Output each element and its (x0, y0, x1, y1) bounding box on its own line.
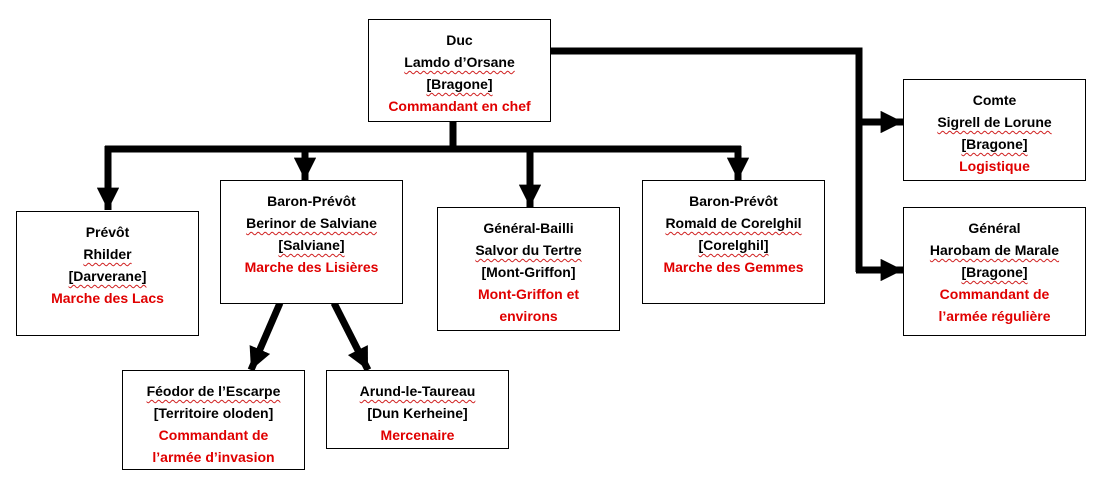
node-arund: Arund-le-Taureau [Dun Kerheine] Mercenai… (326, 370, 509, 449)
node-title: Général (968, 220, 1021, 236)
node-baron-corelghil: Baron-Prévôt Romald de Corelghil [Corelg… (642, 180, 825, 304)
node-name: Arund-le-Taureau (359, 383, 476, 399)
node-name: Féodor de l’Escarpe (146, 383, 281, 399)
node-prevot: Prévôt Rhilder [Darverane] Marche des La… (16, 211, 199, 336)
arrow-to-feodor (247, 301, 284, 372)
node-name: Harobam de Marale (929, 242, 1060, 258)
node-title: Comte (972, 92, 1017, 108)
node-comte: Comte Sigrell de Lorune [Bragone] Logist… (903, 79, 1086, 181)
connector-duc-right (550, 47, 863, 272)
node-role: Marche des Gemmes (663, 259, 804, 275)
node-realm: [Darverane] (68, 268, 147, 284)
node-realm: [Mont-Griffon] (481, 264, 576, 280)
arrow-to-arund (330, 301, 372, 372)
node-name: Salvor du Tertre (475, 242, 582, 258)
node-role-line1: Mont-Griffon et (477, 286, 580, 302)
node-title: Duc (446, 32, 473, 48)
node-name: Lamdo d’Orsane (404, 54, 515, 70)
node-role: Marche des Lacs (51, 290, 164, 306)
node-role: Mercenaire (380, 427, 455, 443)
node-role-line2: environs (499, 308, 558, 324)
node-name: Rhilder (83, 246, 132, 262)
node-feodor: Féodor de l’Escarpe [Territoire oloden] … (122, 370, 305, 470)
node-general: Général Harobam de Marale [Bragone] Comm… (903, 207, 1086, 336)
node-title: Baron-Prévôt (689, 193, 778, 209)
node-role: Marche des Lisières (244, 259, 379, 275)
node-role: Commandant en chef (388, 98, 531, 114)
node-title: Baron-Prévôt (267, 193, 356, 209)
node-role-line1: Commandant de (158, 427, 269, 443)
node-role: Logistique (959, 158, 1030, 174)
node-realm: [Dun Kerheine] (367, 405, 468, 421)
node-name: Sigrell de Lorune (937, 114, 1052, 130)
node-name: Romald de Corelghil (665, 215, 802, 231)
node-realm: [Bragone] (961, 264, 1028, 280)
node-name: Berinor de Salviane (246, 215, 377, 231)
node-role-line1: Commandant de (939, 286, 1050, 302)
node-realm: [Salviane] (278, 237, 345, 253)
node-general-bailli: Général-Bailli Salvor du Tertre [Mont-Gr… (437, 207, 620, 331)
node-realm: [Bragone] (961, 136, 1028, 152)
node-role-line2: l’armée régulière (938, 308, 1051, 324)
node-role-line2: l’armée d’invasion (152, 449, 275, 465)
node-baron-salviane: Baron-Prévôt Berinor de Salviane [Salvia… (220, 180, 403, 304)
node-realm: [Bragone] (426, 76, 493, 92)
node-realm: [Corelghil] (698, 237, 769, 253)
node-duc: Duc Lamdo d’Orsane [Bragone] Commandant … (368, 19, 551, 122)
node-realm: [Territoire oloden] (153, 405, 274, 421)
node-title: Prévôt (85, 224, 130, 240)
node-title: Général-Bailli (483, 220, 574, 236)
